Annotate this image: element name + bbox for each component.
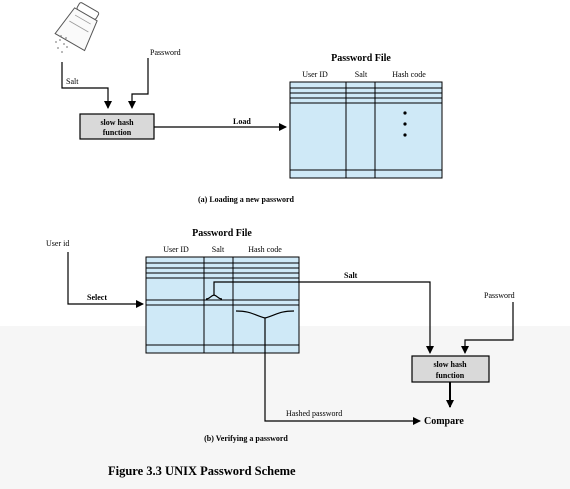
col-userid-header: User ID bbox=[302, 70, 328, 79]
col-salt-header-b: Salt bbox=[212, 245, 225, 254]
salt-line-b bbox=[213, 281, 434, 354]
password-line bbox=[128, 58, 149, 109]
slow-hash-function-box bbox=[79, 113, 155, 140]
salt-shaker-icon bbox=[54, 2, 100, 52]
compare-label: Compare bbox=[424, 416, 464, 427]
salt-label: Salt bbox=[66, 77, 79, 86]
password-file-title: Password File bbox=[331, 53, 391, 64]
hash-fn-line2: function bbox=[103, 128, 132, 137]
table-lines-b bbox=[146, 257, 299, 353]
userid-label: User id bbox=[46, 239, 69, 248]
salt-grains bbox=[55, 35, 68, 53]
password-file-table bbox=[289, 81, 443, 179]
load-label: Load bbox=[233, 117, 251, 126]
hash-fn-line2-b: function bbox=[436, 371, 465, 380]
col-userid-header-b: User ID bbox=[163, 245, 189, 254]
hash-fn-line1-b: slow hash bbox=[433, 360, 467, 369]
ellipsis-dots bbox=[403, 111, 407, 137]
password-line-b bbox=[461, 302, 514, 354]
select-label: Select bbox=[87, 293, 107, 302]
col-salt-header: Salt bbox=[355, 70, 368, 79]
caption-a: (a) Loading a new password bbox=[198, 195, 295, 204]
hashed-password-label: Hashed password bbox=[286, 409, 342, 418]
password-label-b: Password bbox=[484, 291, 515, 300]
table-lines bbox=[290, 82, 442, 178]
figure-caption: Figure 3.3 UNIX Password Scheme bbox=[108, 464, 296, 478]
salt-label-b: Salt bbox=[344, 271, 358, 280]
hash-fn-line1: slow hash bbox=[100, 118, 134, 127]
caption-b: (b) Verifying a password bbox=[204, 434, 288, 443]
hashed-password-line bbox=[264, 318, 421, 425]
password-label: Password bbox=[150, 48, 181, 57]
col-hash-header: Hash code bbox=[392, 70, 426, 79]
password-file-title-b: Password File bbox=[192, 228, 252, 239]
col-hash-header-b: Hash code bbox=[248, 245, 282, 254]
salt-line bbox=[61, 62, 112, 109]
select-arrow bbox=[67, 252, 144, 308]
slow-hash-function-box-b bbox=[411, 355, 490, 383]
